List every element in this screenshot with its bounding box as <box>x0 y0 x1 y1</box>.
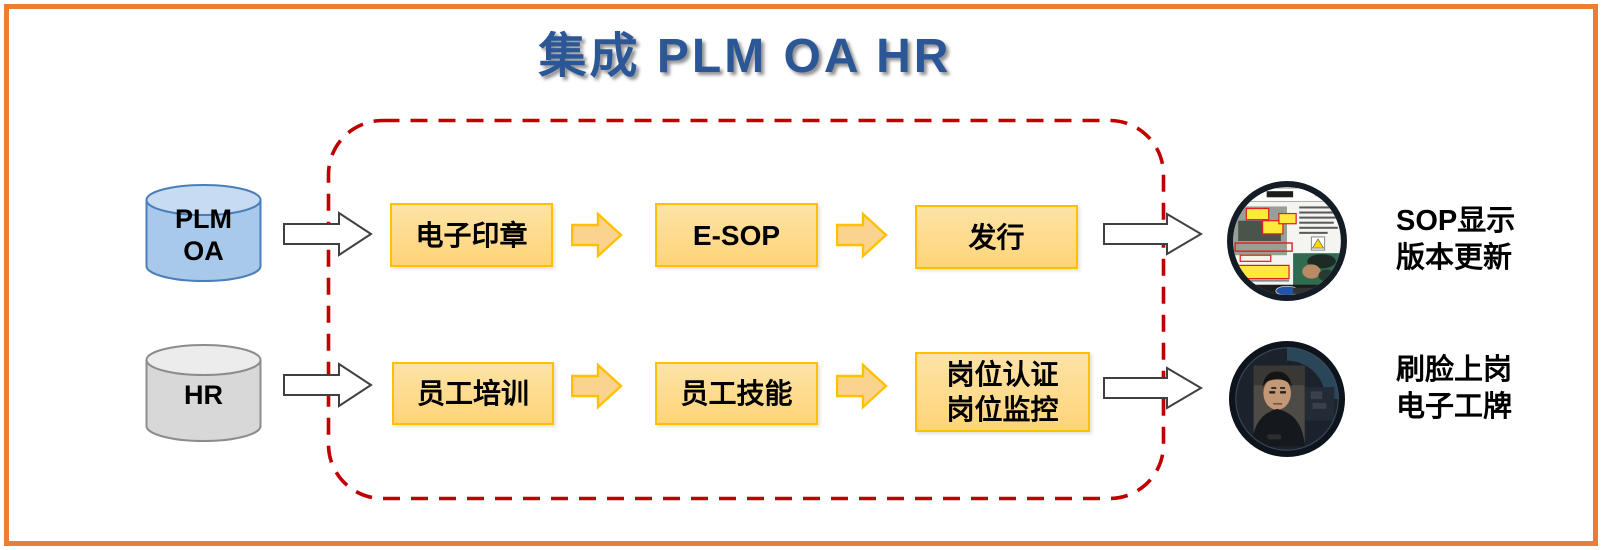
cylinder-label-line: OA <box>183 236 224 266</box>
step-label: 员工技能 <box>680 378 793 409</box>
cylinder-label-line: HR <box>184 380 223 410</box>
flow-arrow-icon <box>836 211 888 259</box>
page-title: 集成 PLM OA HR <box>538 30 952 83</box>
input-arrow-row2-icon <box>283 362 373 408</box>
flow-arrow-icon <box>836 362 888 410</box>
step-post-certification-monitoring: 岗位认证 岗位监控 <box>915 352 1090 432</box>
database-cylinder-icon <box>145 184 262 282</box>
step-electronic-seal: 电子印章 <box>390 203 553 267</box>
integration-boundary <box>326 118 1166 501</box>
hr-label: HR <box>145 351 262 439</box>
step-label: 电子印章 <box>415 219 528 251</box>
step-release: 发行 <box>915 205 1078 269</box>
result-caption-row1: SOP显示 版本更新 <box>1396 203 1515 277</box>
step-label: 岗位监控 <box>946 394 1059 425</box>
step-employee-skills: 员工技能 <box>655 362 818 425</box>
cylinder-label-line: PLM <box>175 204 232 234</box>
step-e-sop: E-SOP <box>655 203 818 267</box>
flow-arrow-icon <box>571 362 623 410</box>
plm-oa-label: PLM OA <box>145 191 262 279</box>
hr-database-cylinder: HR <box>145 343 262 443</box>
flow-arrow-icon <box>571 211 623 259</box>
output-arrow-row1-icon <box>1103 212 1203 256</box>
caption-line: 电子工牌 <box>1396 391 1513 423</box>
database-cylinder-icon <box>145 344 262 442</box>
step-label: E-SOP <box>692 219 781 251</box>
step-label: 岗位认证 <box>946 359 1059 390</box>
step-employee-training: 员工培训 <box>392 362 554 425</box>
output-arrow-row2-icon <box>1103 366 1203 410</box>
caption-line: SOP显示 <box>1396 205 1516 237</box>
face-recognition-photo <box>1228 340 1346 458</box>
input-arrow-row1-icon <box>283 211 373 257</box>
caption-line: 版本更新 <box>1396 242 1513 274</box>
step-label: 发行 <box>968 221 1025 253</box>
result-caption-row2: 刷脸上岗 电子工牌 <box>1396 352 1512 426</box>
sop-document-photo <box>1226 180 1348 302</box>
caption-line: 刷脸上岗 <box>1396 354 1513 386</box>
step-label: 员工培训 <box>416 378 529 409</box>
plm-oa-database-cylinder: PLM OA <box>145 183 262 283</box>
